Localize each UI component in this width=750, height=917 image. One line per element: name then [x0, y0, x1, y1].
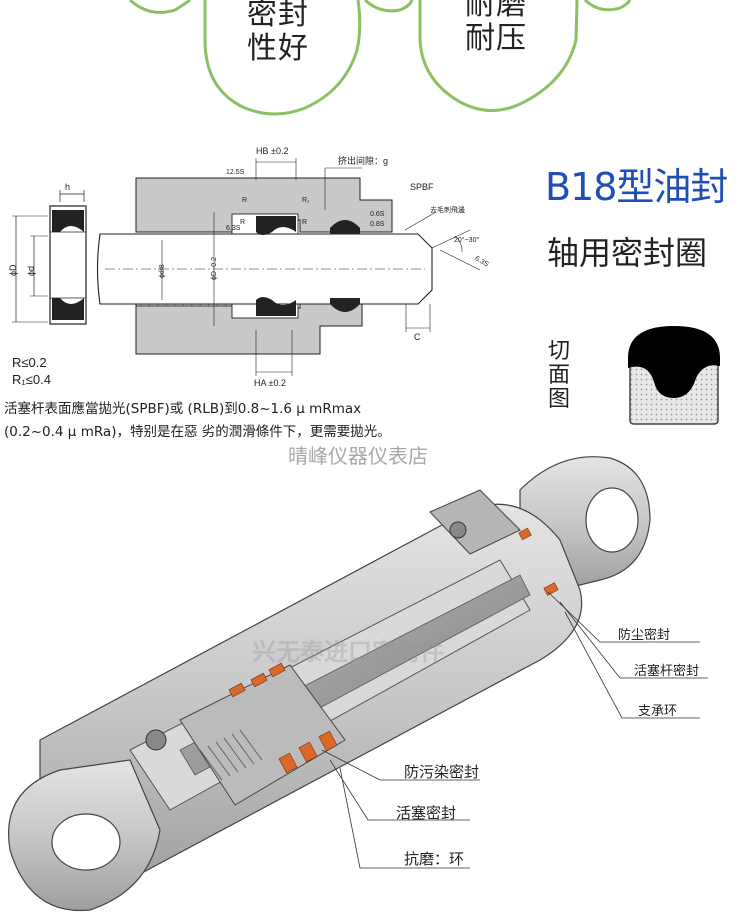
radius-note-r: R≤0.2 — [12, 355, 47, 370]
dim-phi-D: ϕD — [8, 264, 18, 276]
dim-phi-d: ϕd — [26, 266, 36, 276]
base-end-eye — [8, 759, 161, 912]
feature-badges: 密封 性好 耐磨 耐压 — [0, 0, 750, 120]
dim-c: C — [414, 332, 421, 342]
label-r1-top: R₁ — [302, 197, 310, 204]
product-type-subtitle: 轴用密封圈 — [547, 234, 708, 272]
callout-rod-seal: 活塞杆密封 — [634, 664, 700, 679]
cylinder-barrel — [39, 489, 583, 898]
badge-outline-seal — [203, 0, 362, 116]
surface-6-3s-chamfer: 6.3S — [474, 255, 490, 268]
badge-outline-left-partial — [128, 0, 191, 14]
store-name: 晴峰仪器仪表店 — [288, 444, 428, 468]
badge-outline-right-partial — [583, 0, 632, 12]
surface-0-6s: 0.6S — [370, 211, 385, 218]
badge-outline-wear — [418, 0, 579, 113]
watermark-text: 兴无泰进口密封件 — [252, 638, 444, 666]
polishing-note-line1: 活塞杆表面應當拋光(SPBF)或 (RLB)到0.8~1.6 μ mRmax — [4, 401, 362, 417]
dimension-lines — [161, 158, 481, 376]
badge-seal-line2: 性好 — [247, 31, 309, 66]
label-deburr: 去毛刺飛邊 — [430, 205, 465, 214]
badge-shapes — [128, 0, 632, 116]
badge-seal-line1: 密封 — [247, 0, 309, 32]
dim-phi-D-tol: ϕD -0.2 — [211, 257, 218, 280]
radius-notes: R≤0.2 R₁≤0.4 — [12, 354, 51, 388]
cross-section-label: 切面图 — [548, 339, 571, 412]
dim-phi-df8: ϕdf8 — [159, 264, 166, 278]
polishing-note-line2: (0.2~0.4 μ mRa)，特别是在惡 劣的潤滑條件下，更需要拋光。 — [4, 424, 391, 440]
seal-cross-section-profile — [624, 322, 724, 426]
hydraulic-cylinder-cutaway: 防尘密封 活塞杆密封 支承环 防污染密封 活塞密封 抗磨：环 — [0, 450, 750, 917]
label-r-mid: R — [240, 219, 245, 226]
product-model-title: B18型油封 — [545, 165, 728, 209]
seal-ring-view: h ϕD ϕd — [8, 182, 87, 325]
surface-12-5s: 12.5S — [226, 169, 245, 176]
badge-wear-line2: 耐压 — [465, 21, 527, 56]
callout-leaders — [321, 591, 708, 869]
dim-ha: HA ±0.2 — [254, 378, 286, 388]
dim-h: h — [65, 182, 70, 192]
callout-anti-contamination-seal: 防污染密封 — [404, 763, 480, 781]
label-chamfer-angle: 20°~30° — [454, 236, 479, 244]
radius-note-r1: R₁≤0.4 — [12, 372, 51, 387]
surface-6-3s: 6.3S — [226, 225, 241, 232]
label-spbf: SPBF — [410, 182, 434, 192]
label-r-top: R — [242, 197, 247, 204]
polishing-note: 活塞杆表面應當拋光(SPBF)或 (RLB)到0.8~1.6 μ mRmax (… — [4, 398, 544, 444]
callout-support-ring: 支承环 — [638, 704, 678, 719]
label-extrusion-gap: 挤出间隙：g — [338, 155, 388, 166]
callout-wear-ring: 抗磨：环 — [404, 850, 465, 868]
dim-hb: HB ±0.2 — [256, 146, 288, 156]
piston-rod — [96, 233, 433, 305]
badge-outline-mid-partial — [363, 0, 414, 13]
installation-drawing: h ϕD ϕd — [0, 140, 540, 390]
callout-dust-seal: 防尘密封 — [618, 628, 671, 643]
callout-piston-seal: 活塞密封 — [396, 804, 457, 822]
surface-0-8s: 0.8S — [370, 221, 385, 228]
label-r-mid-right: R — [302, 219, 307, 226]
installed-seal-profiles — [256, 216, 360, 316]
badge-wear-line1: 耐磨 — [465, 0, 527, 22]
